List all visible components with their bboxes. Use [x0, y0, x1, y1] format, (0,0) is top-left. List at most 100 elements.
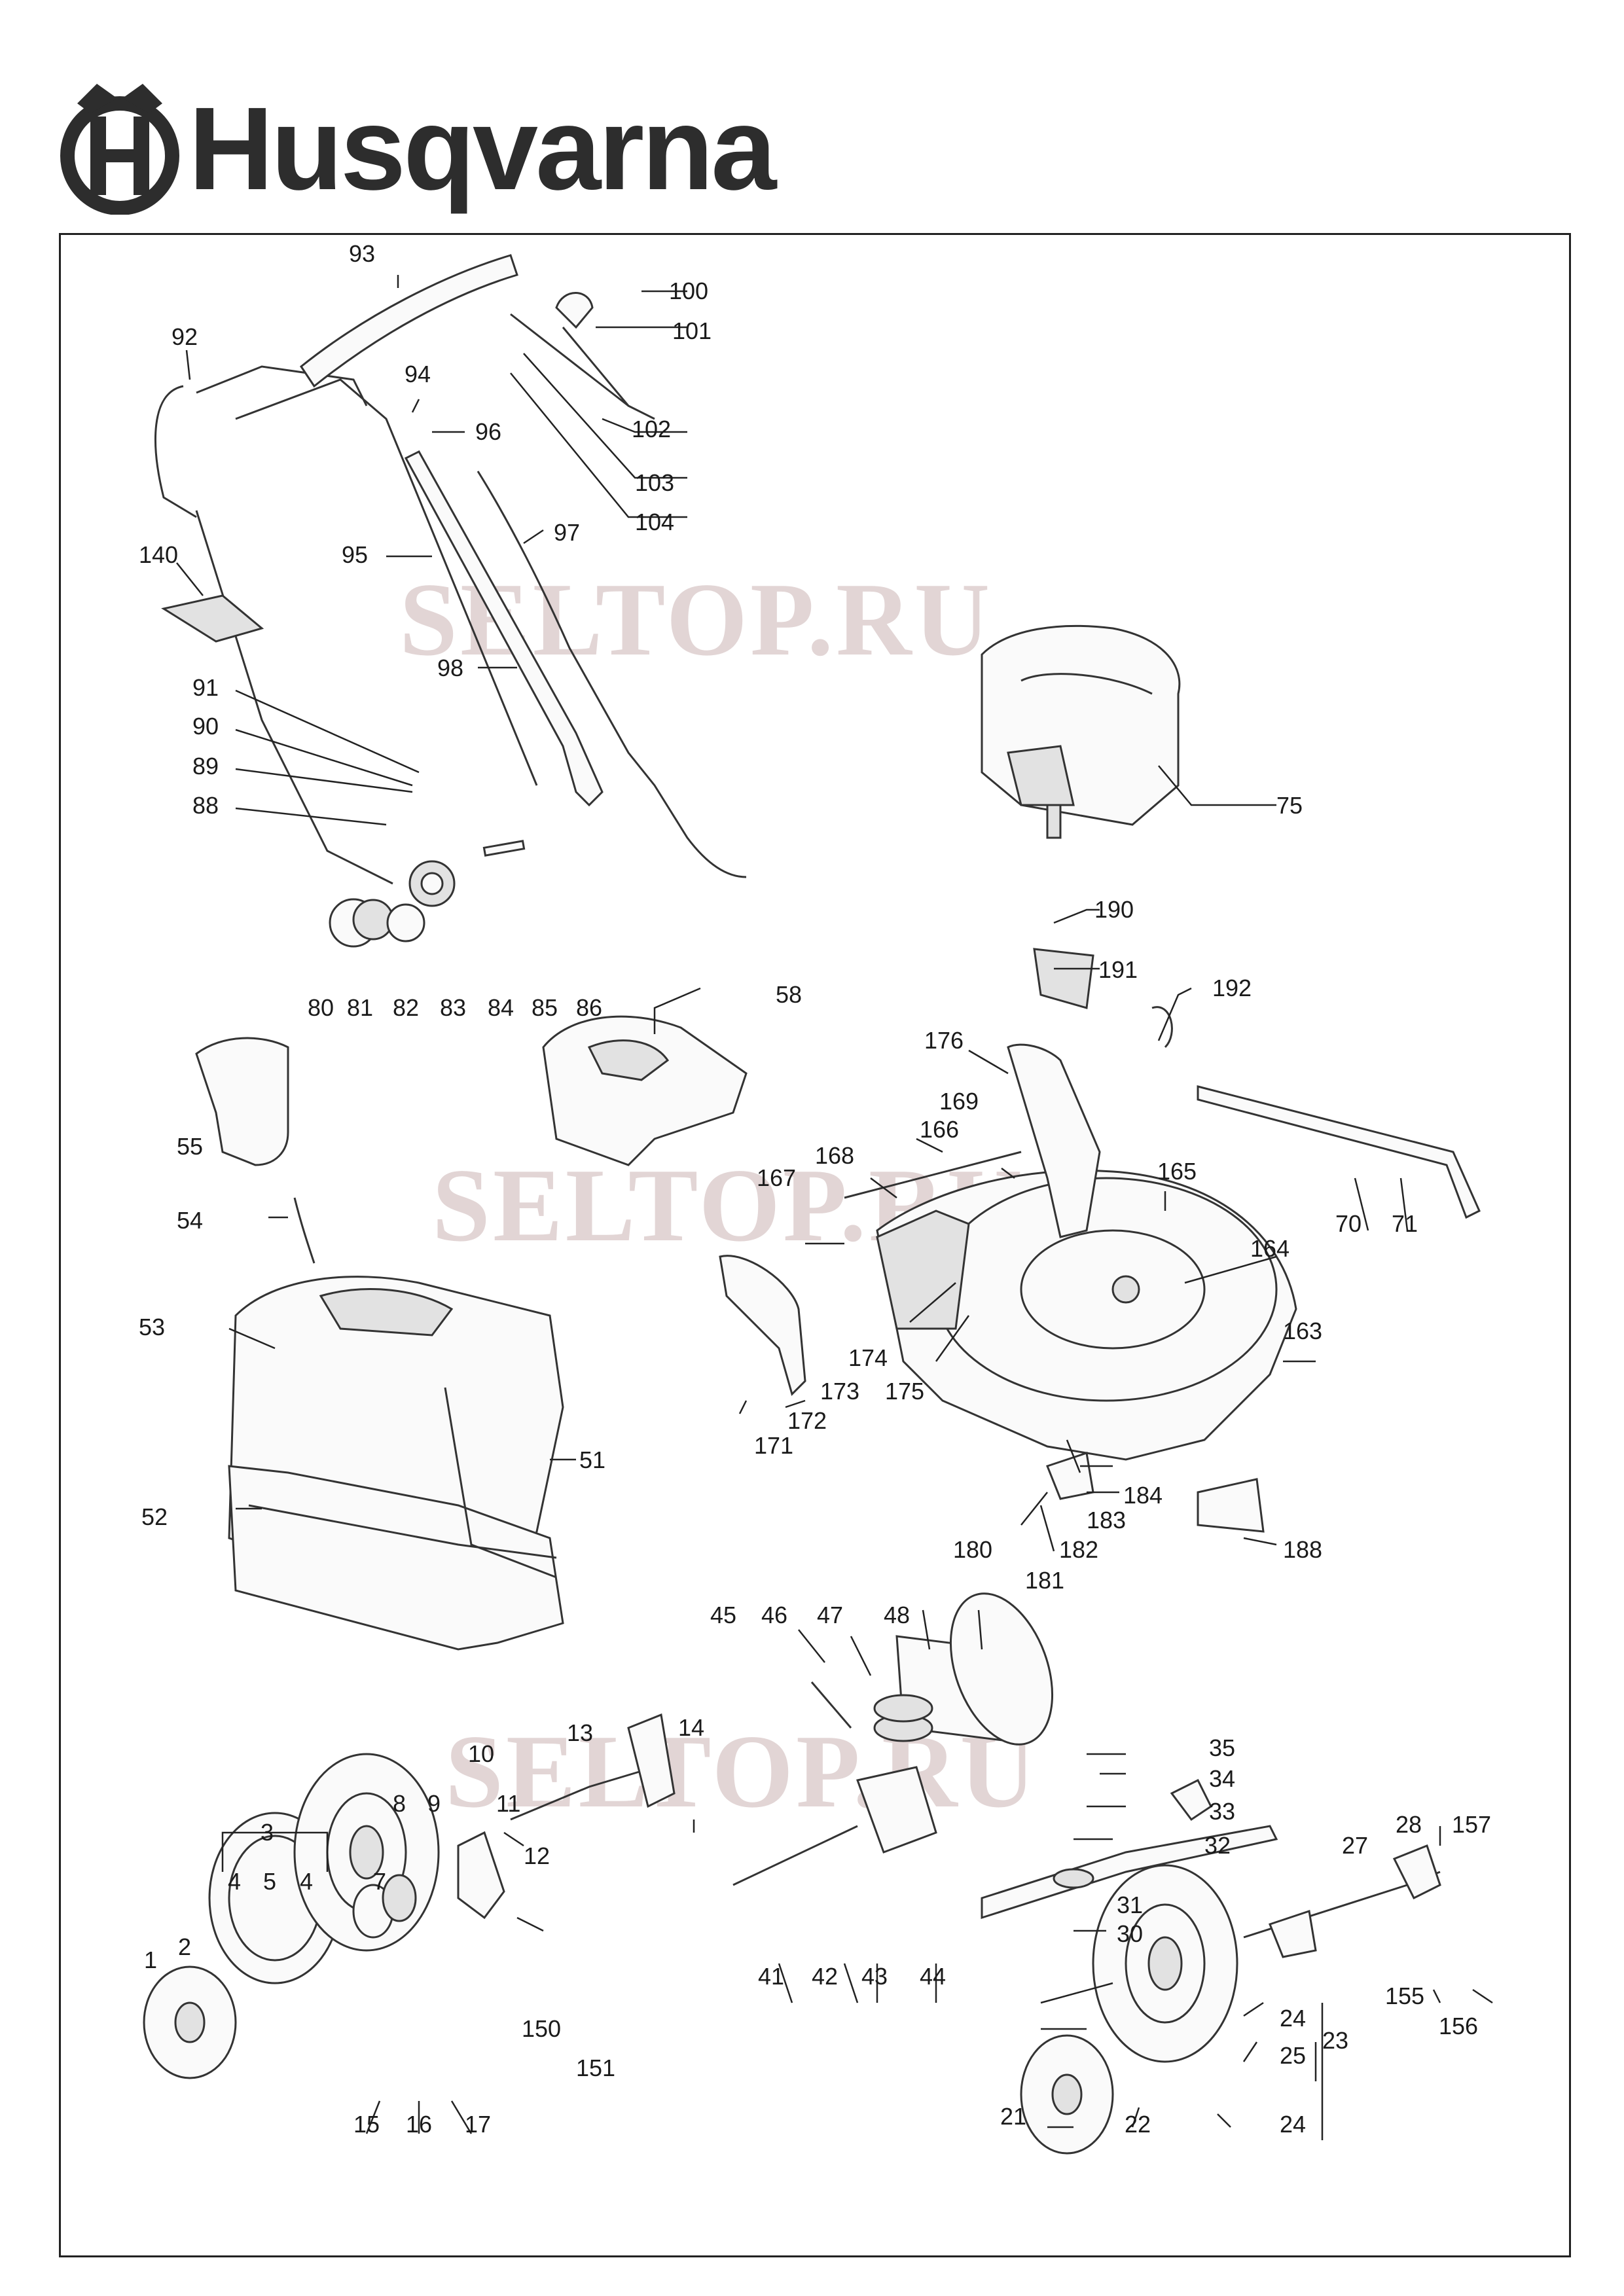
part-label: 188 [1283, 1536, 1322, 1563]
part-label: 13 [567, 1719, 593, 1746]
part-label: 192 [1212, 975, 1252, 1001]
part-label: 171 [754, 1432, 793, 1459]
part-label: 102 [632, 416, 671, 442]
part-label: 183 [1087, 1507, 1126, 1534]
drive-gearbox [732, 1592, 1278, 1920]
part-label: 91 [192, 674, 219, 701]
part-label: 84 [488, 994, 514, 1021]
part-label: 44 [920, 1963, 946, 1990]
part-label: 23 [1322, 2027, 1348, 2054]
part-label: 28 [1396, 1811, 1422, 1838]
part-label: 168 [815, 1142, 854, 1169]
leader-lines [176, 275, 1493, 2140]
part-label: 22 [1125, 2111, 1151, 2138]
part-label: 172 [787, 1407, 827, 1434]
part-label: 191 [1098, 956, 1138, 983]
part-label: 4 [300, 1868, 313, 1895]
part-label: 96 [475, 418, 501, 445]
part-label: 156 [1439, 2013, 1478, 2039]
part-label: 81 [347, 994, 373, 1021]
part-label: 7 [373, 1868, 386, 1895]
part-label: 47 [817, 1602, 843, 1628]
part-label: 53 [139, 1314, 165, 1340]
part-label: 32 [1204, 1832, 1231, 1859]
part-label: 2 [178, 1933, 191, 1960]
part-label: 85 [532, 994, 558, 1021]
part-label: 34 [1209, 1765, 1235, 1792]
part-label: 52 [141, 1503, 168, 1530]
part-label: 94 [405, 361, 431, 387]
part-label: 17 [465, 2111, 491, 2138]
part-labels: 93 92 100 101 94 96 102 103 104 97 95 14… [139, 240, 1491, 2138]
part-label: 166 [920, 1116, 959, 1143]
front-wheel [143, 1713, 676, 2079]
part-label: 163 [1283, 1318, 1322, 1344]
part-label: 98 [437, 655, 463, 681]
part-label: 45 [710, 1602, 736, 1628]
part-label: 151 [576, 2054, 615, 2081]
brand-name: Husqvarna [189, 83, 776, 215]
part-label: 15 [353, 2111, 380, 2138]
part-label: 21 [1000, 2103, 1026, 2130]
part-label: 3 [261, 1819, 274, 1846]
part-label: 181 [1025, 1567, 1064, 1594]
part-label: 51 [579, 1446, 605, 1473]
part-label: 100 [669, 278, 708, 304]
part-label: 43 [861, 1963, 888, 1990]
brand-logo: Husqvarna [58, 84, 776, 215]
handle-assembly [154, 254, 747, 948]
part-label: 24 [1280, 2005, 1306, 2032]
part-label: 11 [496, 1790, 520, 1817]
husqvarna-crown-h-icon [60, 84, 179, 215]
part-label: 35 [1209, 1734, 1235, 1761]
part-label: 90 [192, 713, 219, 740]
part-label: 180 [953, 1536, 992, 1563]
part-label: 71 [1392, 1210, 1418, 1237]
part-label: 24 [1280, 2111, 1306, 2138]
part-label: 174 [848, 1344, 888, 1371]
part-label: 93 [349, 240, 375, 267]
part-label: 176 [924, 1027, 964, 1054]
part-label: 9 [427, 1790, 441, 1817]
part-label: 31 [1117, 1892, 1143, 1918]
part-label: 165 [1157, 1158, 1197, 1185]
part-label: 182 [1059, 1536, 1098, 1563]
part-label: 92 [171, 323, 198, 350]
part-label: 48 [884, 1602, 910, 1628]
part-label: 58 [776, 981, 802, 1008]
part-label: 5 [263, 1868, 276, 1895]
part-label: 54 [177, 1207, 203, 1234]
part-label: 83 [440, 994, 466, 1021]
part-label: 55 [177, 1133, 203, 1160]
part-label: 46 [761, 1602, 787, 1628]
mower-deck [719, 948, 1481, 1533]
part-label: 190 [1094, 896, 1134, 923]
part-label: 97 [554, 519, 580, 546]
part-label: 12 [524, 1842, 550, 1869]
part-label: 10 [468, 1740, 494, 1767]
part-label: 33 [1209, 1798, 1235, 1825]
diagram-frame [59, 233, 1571, 2257]
part-label: 27 [1342, 1832, 1368, 1859]
part-label: 70 [1335, 1210, 1362, 1237]
part-label: 101 [672, 317, 712, 344]
part-label: 175 [885, 1378, 924, 1405]
part-label: 1 [144, 1946, 157, 1973]
rear-wheel [1020, 1844, 1441, 2155]
part-label: 25 [1280, 2042, 1306, 2069]
part-label: 95 [342, 541, 368, 568]
part-label: 75 [1276, 792, 1303, 819]
part-label: 157 [1452, 1811, 1491, 1838]
part-label: 14 [678, 1714, 704, 1741]
part-label: 86 [576, 994, 602, 1021]
part-label: 89 [192, 753, 219, 780]
part-label: 169 [939, 1088, 979, 1115]
part-label: 164 [1250, 1235, 1290, 1262]
part-label: 4 [228, 1868, 241, 1895]
part-label: 150 [522, 2015, 561, 2042]
part-label: 82 [393, 994, 419, 1021]
part-label: 8 [393, 1790, 406, 1817]
part-label: 167 [757, 1164, 796, 1191]
part-label: 88 [192, 792, 219, 819]
grass-catcher [228, 1276, 564, 1651]
